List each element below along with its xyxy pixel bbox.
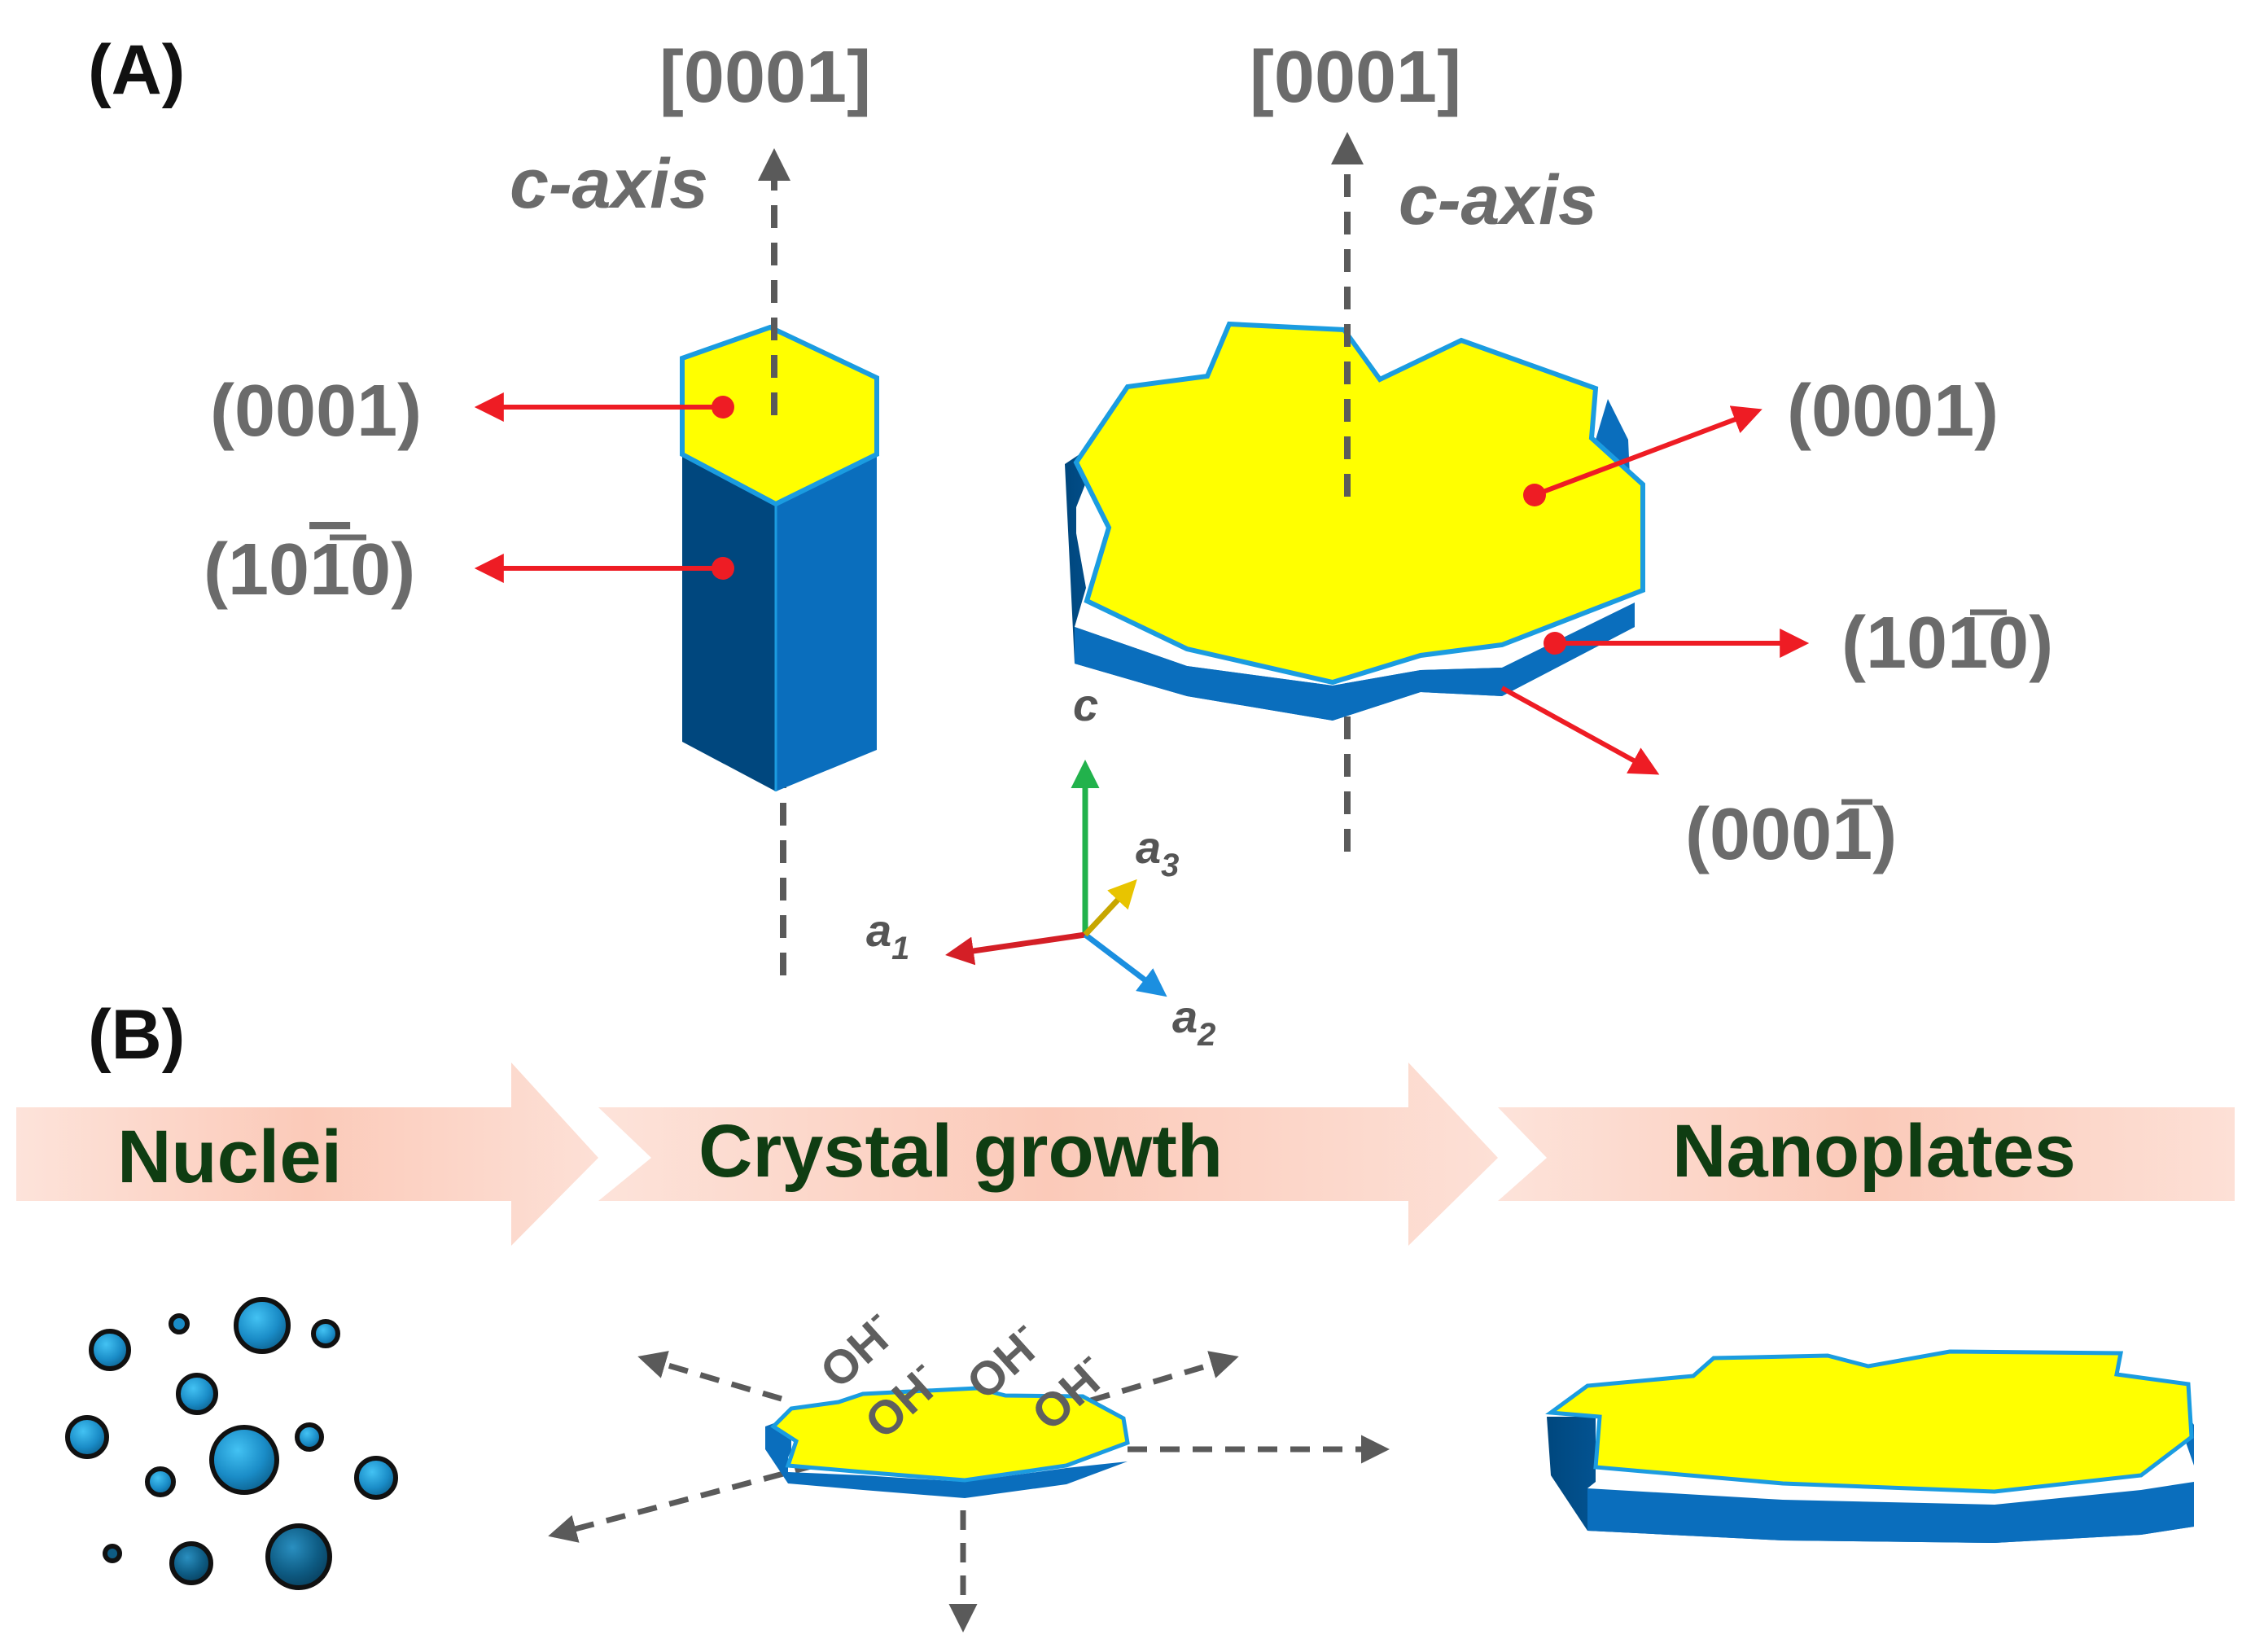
rod-side-plane-label: (1010)	[204, 529, 415, 611]
plate-bottom-pointer	[1500, 686, 1660, 775]
plate-top-dot	[1523, 484, 1546, 506]
growth-arrow-upper-right	[1090, 1351, 1239, 1404]
growth-arrow-icon	[16, 1063, 2235, 1246]
rod-light-face	[776, 454, 877, 791]
nucleus-1	[234, 1297, 291, 1354]
rod-top-face	[680, 324, 879, 507]
nucleus-6	[65, 1415, 109, 1459]
plate-c-axis-label: c-axis	[1399, 161, 1597, 239]
rod-direction-label: [0001]	[659, 37, 871, 118]
plate-top-plane-label: (0001)	[1787, 370, 1999, 452]
c-axis-letter: c	[1073, 679, 1098, 730]
a3-axis-vector	[1083, 879, 1137, 937]
rod-top-dot	[712, 396, 734, 418]
a2-axis-vector	[1083, 932, 1167, 997]
a1-axis-vector	[945, 931, 1086, 966]
a1-axis-letter: a1	[866, 905, 909, 966]
nucleus-3	[311, 1319, 340, 1348]
growth-plate-side	[765, 1417, 1128, 1498]
a3-axis-letter: a3	[1136, 822, 1179, 883]
plate-side-dot	[1544, 632, 1566, 655]
banner-segment-3	[1498, 1107, 2235, 1201]
coordinate-axes-icon	[945, 760, 1167, 997]
plate-bottom-plane-label: (0001)	[1685, 794, 1897, 875]
final-plate-front	[1587, 1482, 2194, 1543]
rod-dark-face	[682, 454, 776, 791]
growth-arrow-lower-left	[548, 1462, 815, 1543]
banner-segment-1	[16, 1063, 598, 1246]
final-plate-top	[1545, 1349, 2194, 1494]
plate-top-face	[1073, 321, 1645, 686]
plate-front-face	[1075, 603, 1635, 721]
hexagonal-prism-icon	[680, 148, 879, 977]
nucleus-particle-icon	[65, 1297, 398, 1590]
nucleus-4	[89, 1329, 131, 1371]
rod-side-dot	[712, 557, 734, 580]
a2-axis-letter: a2	[1172, 991, 1215, 1053]
growth-arrow-upper-left	[637, 1351, 782, 1402]
growth-plate-top	[770, 1386, 1130, 1483]
plate-direction-label: [0001]	[1250, 37, 1461, 118]
banner-segment-2	[598, 1063, 1498, 1246]
plate-top-pointer	[1533, 405, 1763, 497]
rod-c-axis-label: c-axis	[510, 145, 708, 223]
stage-nuclei: Nuclei	[117, 1115, 342, 1198]
panel-b-label: (B)	[88, 996, 185, 1074]
stage-nanoplates: Nanoplates	[1672, 1110, 2076, 1193]
nucleus-5	[176, 1373, 218, 1415]
nucleus-12	[169, 1541, 213, 1585]
growth-plate-icon	[548, 1351, 1390, 1632]
final-nanoplate-icon	[1545, 1349, 2194, 1543]
nucleus-10	[354, 1456, 398, 1500]
nanoplate-icon	[1065, 132, 1645, 859]
nucleus-8	[295, 1422, 324, 1452]
nucleus-7	[209, 1425, 279, 1495]
plate-side-plane-label: (1010)	[1841, 603, 2053, 684]
rod-top-plane-label: (0001)	[210, 370, 422, 452]
nucleus-11	[103, 1544, 122, 1563]
nucleus-13	[265, 1523, 332, 1590]
panel-a-label: (A)	[88, 31, 185, 109]
nucleus-9	[145, 1466, 176, 1497]
stage-crystal-growth: Crystal growth	[698, 1110, 1223, 1193]
nucleus-2	[169, 1313, 190, 1334]
